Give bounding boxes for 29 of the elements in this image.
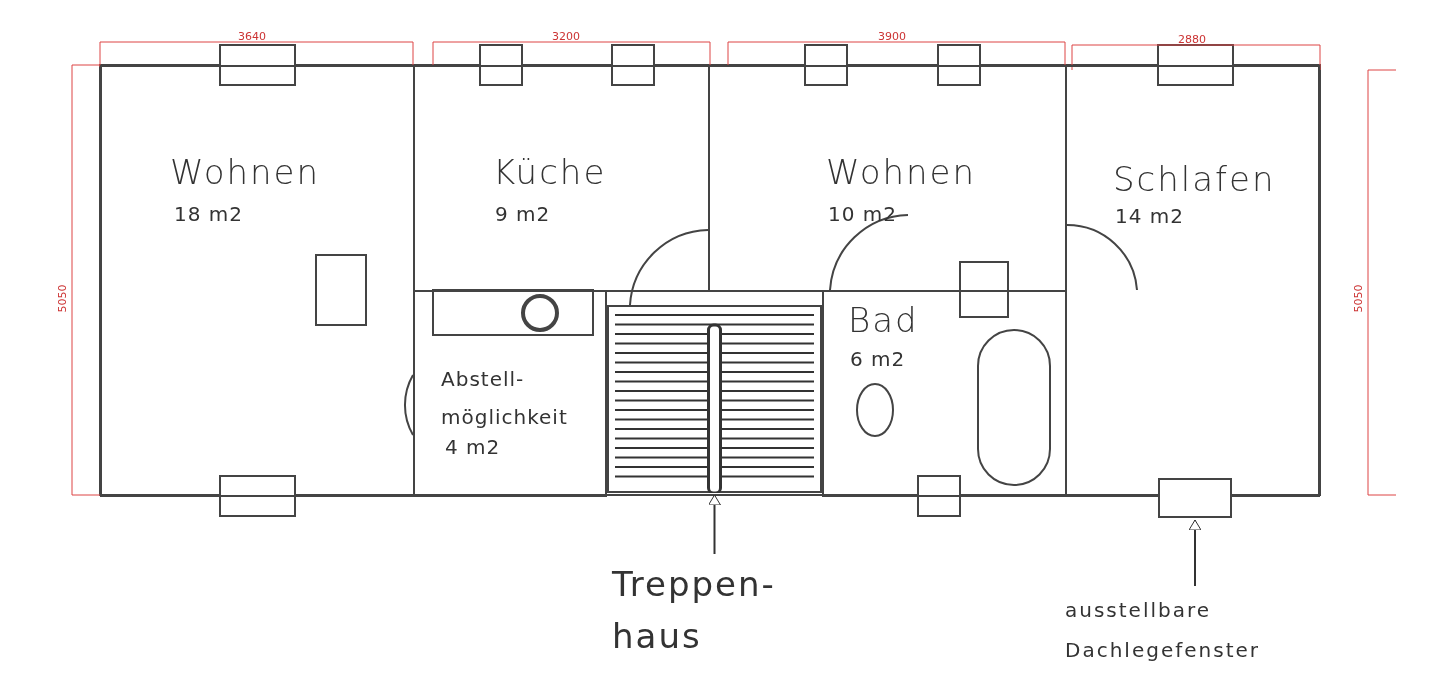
- callout-text: Treppen- haus: [612, 558, 812, 663]
- dimension-label: 3640: [238, 30, 266, 43]
- room-area-label: 4 m2: [445, 435, 501, 459]
- room-area: [413, 65, 710, 292]
- room-area-label: 14 m2: [1115, 204, 1184, 228]
- room-name: Bad: [848, 300, 919, 340]
- room-area-label: 10 m2: [828, 202, 897, 226]
- dimension-label: 3900: [878, 30, 906, 43]
- room-name: Küche: [493, 152, 607, 192]
- dimension-label: 5050: [1351, 284, 1365, 313]
- room-name: Wohnen: [170, 152, 320, 192]
- callout-text: ausstellbare Dachlegefenster: [1065, 590, 1365, 668]
- room-name: Wohnen: [826, 152, 976, 192]
- dimension-label: 2880: [1178, 33, 1206, 46]
- room-area: [822, 290, 1067, 497]
- dimension-label: 3200: [552, 30, 580, 43]
- room-area-label: 6 m2: [850, 347, 906, 371]
- room-area-label: 9 m2: [495, 202, 551, 226]
- dimension-label: 5050: [55, 284, 69, 313]
- arrow: [1188, 519, 1202, 587]
- room-area: [100, 65, 415, 497]
- room-name: Abstell- möglichkeit: [441, 366, 569, 431]
- room-area-label: 18 m2: [174, 202, 243, 226]
- room-area: [708, 65, 1067, 292]
- arrow: [708, 494, 721, 555]
- roof-window-icon: [1158, 478, 1232, 518]
- staircase-drawing: [607, 305, 822, 493]
- room-name: Schlafen: [1113, 159, 1276, 199]
- room-area: [413, 290, 607, 497]
